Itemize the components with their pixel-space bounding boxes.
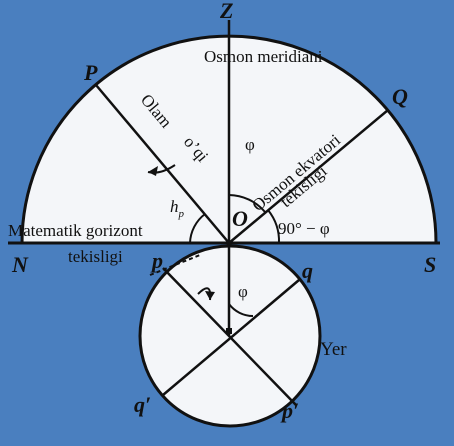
horizon-plane-label-1: Matematik gorizont <box>8 221 143 240</box>
equator-point-label: Q <box>392 84 408 109</box>
earth-pole-opposite-label: p′ <box>280 398 299 423</box>
earth-equator-line <box>162 279 300 396</box>
tangent-line <box>149 254 201 276</box>
south-label: S <box>424 252 436 277</box>
phi-lower-label: φ <box>238 282 248 301</box>
horizon-plane-label-2: tekisligi <box>68 247 123 266</box>
center-label: O <box>232 206 248 231</box>
earth-equator-opposite-label: q′ <box>134 392 151 417</box>
sky-rotation-arrowhead <box>148 166 158 176</box>
colatitude-arc <box>267 209 281 244</box>
center-point-o <box>226 240 232 246</box>
world-axis-line <box>95 84 230 244</box>
earth-label: Yer <box>320 339 347 360</box>
celestial-pole-label: P <box>83 60 98 85</box>
earth-axis-line <box>162 267 297 406</box>
phi-upper-label: φ <box>245 135 255 154</box>
earth-rotation-arrowhead <box>205 291 215 300</box>
phi-lower-arc <box>228 303 254 317</box>
meridian-label: Osmon meridiani <box>204 47 323 66</box>
north-label: N <box>11 252 29 277</box>
phi-upper-arc <box>228 194 266 213</box>
pole-height-arc <box>189 213 206 244</box>
earth-center-marker <box>226 328 232 334</box>
celestial-equator-line <box>228 109 389 244</box>
earth-equator-label: q <box>302 258 313 283</box>
earth-pole-label: p <box>150 248 163 273</box>
colatitude-label: 90° − φ <box>278 219 330 238</box>
pole-height-label: hp <box>170 197 185 220</box>
zenith-label: Z <box>219 0 233 23</box>
